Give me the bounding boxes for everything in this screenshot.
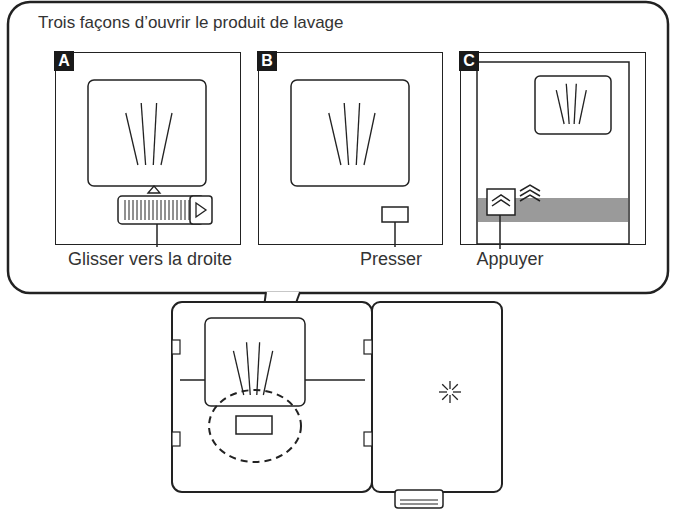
option-panel: A <box>55 52 241 245</box>
spray-line <box>126 113 138 165</box>
spray-line <box>141 103 145 165</box>
option-panel: C <box>460 52 646 245</box>
panel-a-art <box>88 80 212 247</box>
spray-line <box>574 84 576 124</box>
spray-line <box>356 103 359 165</box>
option-panel: B <box>258 52 443 245</box>
title: Trois façons d’ouvrir le produit de lava… <box>38 13 344 33</box>
spray-line <box>329 113 341 165</box>
spray-line <box>153 103 156 165</box>
dispenser <box>172 302 502 508</box>
panel-letter: C <box>459 51 479 71</box>
spray-line <box>257 342 260 395</box>
panel-letter: B <box>257 51 277 71</box>
spray-line <box>556 90 564 124</box>
panel-b-art <box>291 80 409 247</box>
spray-line <box>344 103 348 165</box>
spray-line <box>364 113 375 165</box>
spray-line <box>566 84 569 124</box>
rinse-aid-symbol <box>439 381 461 403</box>
spray-line <box>247 342 251 395</box>
action-label: Glisser vers la droite <box>66 249 234 270</box>
action-label: Appuyer <box>474 249 545 270</box>
spray-line <box>233 351 243 395</box>
spray-line <box>161 113 172 165</box>
spray-line <box>579 90 586 124</box>
panel-letter: A <box>54 51 74 71</box>
callout-frame <box>8 2 668 293</box>
spray-line <box>263 351 272 395</box>
action-label: Presser <box>358 249 424 270</box>
panel-c-art <box>477 62 629 249</box>
